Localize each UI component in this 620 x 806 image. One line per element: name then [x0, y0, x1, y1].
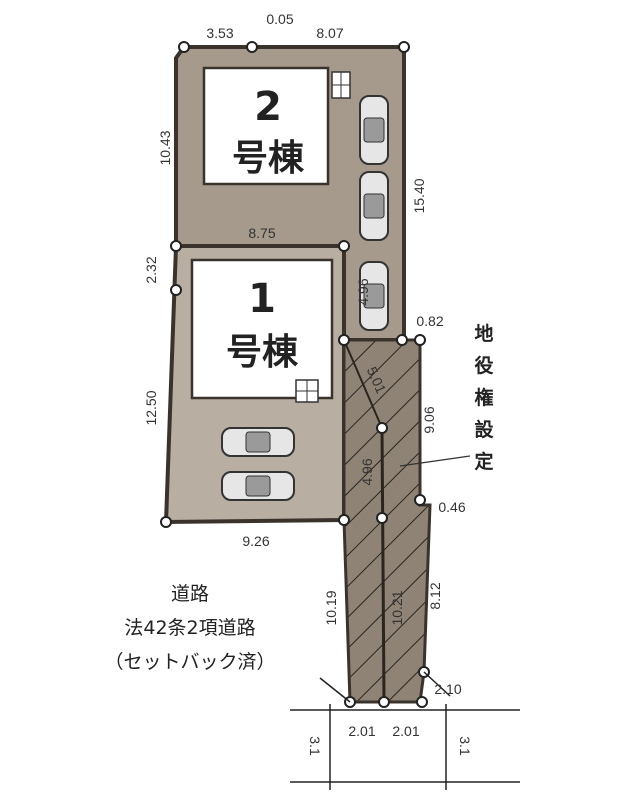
svg-text:定: 定 [474, 450, 493, 473]
svg-text:地: 地 [474, 322, 493, 345]
dim-easement-right: 9.06 [421, 406, 437, 433]
dim-lot-divider: 8.75 [248, 225, 275, 241]
dim-driveway-b: 4.96 [359, 458, 375, 485]
road-label-line3: （セットバック済） [104, 651, 275, 673]
svg-text:設: 設 [474, 418, 494, 441]
svg-text:権: 権 [474, 386, 493, 409]
building-1-number: 1 [248, 276, 276, 322]
dim-frontage-left: 2.01 [348, 723, 375, 739]
dim-left-access: 10.19 [323, 590, 339, 625]
parking-car-icon [359, 261, 389, 331]
road-label-line1: 道路 [171, 583, 209, 605]
building-2-number: 2 [254, 84, 282, 130]
parking-car-icon [221, 471, 295, 501]
meter-box-icon [295, 379, 319, 403]
road-label-line2: 法42条2項道路 [124, 617, 255, 639]
building-2-label: 号棟 [232, 138, 305, 179]
dim-easement-top-right: 0.82 [416, 313, 443, 329]
road-lines [290, 671, 520, 790]
dim-frontage-right: 2.01 [392, 723, 419, 739]
easement-label: 地 役 権 設 定 [474, 322, 494, 473]
easement-diagonal-line [343, 339, 383, 429]
building-1-label: 号棟 [226, 332, 299, 373]
dim-road-width-right: 3.1 [457, 736, 473, 756]
dim-road-width-left: 3.1 [307, 736, 323, 756]
building-2 [202, 66, 330, 186]
dim-top-a: 3.53 [206, 25, 233, 41]
dim-top-c: 8.07 [316, 25, 343, 41]
parking-car-icon [221, 427, 295, 457]
parking-car-icon [359, 95, 389, 165]
svg-text:役: 役 [474, 354, 493, 377]
dim-driveway-a: 4.96 [355, 278, 371, 305]
dim-lot1-bottom: 9.26 [242, 533, 269, 549]
dim-easement-step: 0.46 [438, 499, 465, 515]
dim-lot1-left-upper: 2.32 [143, 256, 159, 283]
dim-lot2-right: 15.40 [411, 178, 427, 213]
dim-lot2-left: 10.43 [157, 130, 173, 165]
access-divider [380, 427, 386, 703]
parking-car-icon [359, 171, 389, 241]
dim-top-b: 0.05 [266, 11, 293, 27]
dim-lot1-left-lower: 12.50 [143, 390, 159, 425]
dim-center-access: 10.21 [389, 590, 405, 625]
building-1 [190, 258, 334, 400]
easement-pointer [399, 455, 471, 467]
dim-access-right-step: 2.10 [434, 681, 461, 697]
dim-right-access: 8.12 [427, 582, 443, 609]
meter-box-icon [331, 71, 351, 99]
